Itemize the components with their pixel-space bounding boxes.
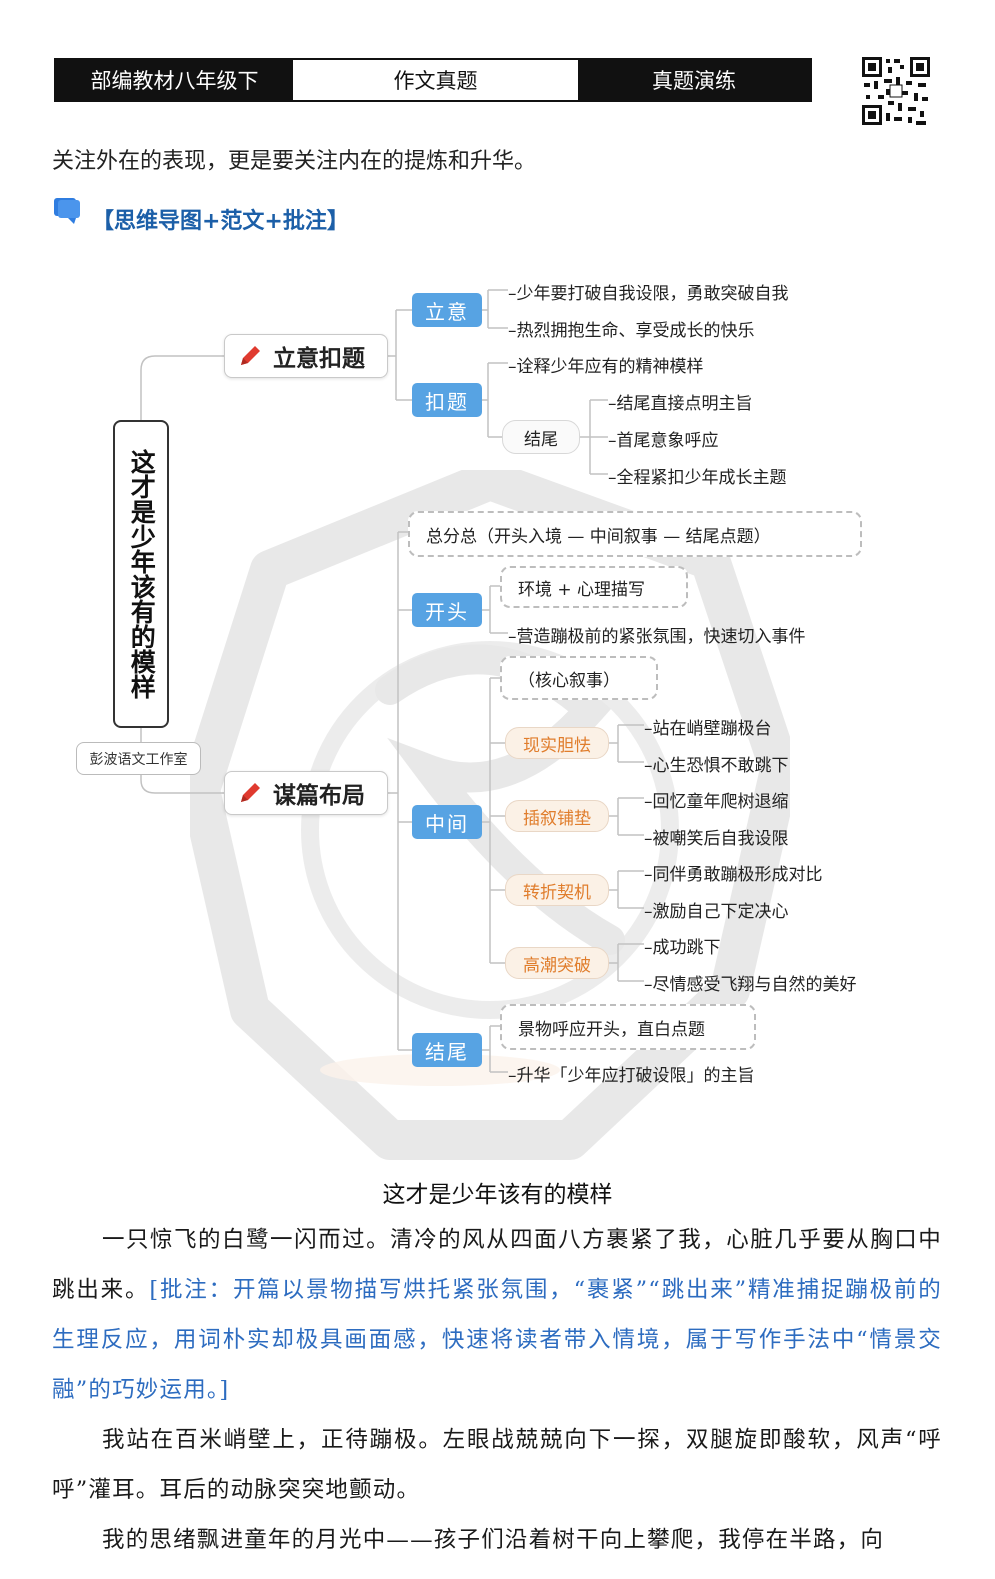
qr-code-icon (860, 55, 932, 127)
branch-label: 立意扣题 (273, 346, 365, 372)
leaf: –升华「少年应打破设限」的主旨 (508, 1066, 755, 1086)
header-right: 真题演练 (578, 60, 810, 100)
kaitou-box: 环境 + 心理描写 (500, 566, 688, 608)
leaf: –诠释少年应有的精神模样 (508, 357, 704, 377)
leaf: –全程紧扣少年成长主题 (608, 468, 787, 488)
article-paragraph-1: 一只惊飞的白鹭一闪而过。清冷的风从四面八方裹紧了我，心脏几乎要从胸口中跳出来。[… (52, 1215, 942, 1415)
article-title: 这才是少年该有的模样 (382, 1182, 613, 1208)
node-kaitou: 开头 (412, 593, 482, 627)
header-left: 部编教材八年级下 (56, 60, 293, 100)
leaf: –首尾意象呼应 (608, 431, 719, 451)
branch-liyi-kouti: 立意扣题 (224, 334, 388, 378)
leaf: –激励自己下定决心 (644, 902, 789, 922)
root-title: 这才是少年该有的模样 (127, 449, 157, 699)
mindmap-root: 这才是少年该有的模样 (113, 420, 169, 728)
leaf: –同伴勇敢蹦极形成对比 (644, 865, 823, 885)
intro-text: 关注外在的表现，更是要关注内在的提炼和升华。 (52, 149, 537, 174)
group-label: 高潮突破 (505, 947, 609, 979)
group-label: 转折契机 (505, 874, 609, 906)
mind-map-connectors (140, 289, 644, 1073)
node-jiewei-sub: 结尾 (502, 420, 580, 454)
node-zhongjian: 中间 (412, 805, 482, 839)
branch-label: 谋篇布局 (273, 783, 365, 809)
bookmark-icon (54, 198, 80, 224)
header-center: 作文真题 (293, 60, 578, 100)
group-label: 插叙铺垫 (505, 800, 609, 832)
leaf: –成功跳下 (644, 938, 721, 958)
leaf: –热烈拥抱生命、享受成长的快乐 (508, 321, 755, 341)
paragraph-text: 一只惊飞的白鹭一闪而过。清冷的风从四面八方裹紧了我，心脏几乎要从胸口中跳出来。 (52, 1227, 942, 1303)
branch-moupian-buju: 谋篇布局 (224, 771, 388, 815)
studio-label: 彭波语文工作室 (76, 742, 201, 775)
leaf: –尽情感受飞翔与自然的美好 (644, 975, 857, 995)
leaf: –被嘲笑后自我设限 (644, 829, 789, 849)
group-label: 现实胆怯 (505, 727, 609, 759)
leaf: –结尾直接点明主旨 (608, 394, 753, 414)
leaf: –营造蹦极前的紧张氛围，快速切入事件 (508, 627, 806, 647)
node-liyi: 立意 (412, 293, 482, 327)
pencil-icon (241, 783, 260, 802)
leaf: –心生恐惧不敢跳下 (644, 756, 789, 776)
jiewei-box: 景物呼应开头，直白点题 (500, 1004, 756, 1050)
header-bar: 部编教材八年级下 作文真题 真题演练 (54, 58, 812, 102)
node-jiewei: 结尾 (412, 1033, 482, 1067)
leaf: –少年要打破自我设限，勇敢突破自我 (508, 284, 789, 304)
article-paragraph-2: 我站在百米峭壁上，正待蹦极。左眼战兢兢向下一探，双腿旋即酸软，风声“呼呼”灌耳。… (52, 1427, 942, 1503)
node-kouti: 扣题 (412, 383, 482, 417)
leaf: –站在峭壁蹦极台 (644, 719, 772, 739)
article-paragraph-3: 我的思绪飘进童年的月光中——孩子们沿着树干向上攀爬，我停在半路，向 (102, 1527, 885, 1553)
section-title: 【思维导图+范文+批注】 (92, 209, 349, 234)
mind-map: 这才是少年该有的模样 彭波语文工作室 立意扣题 立意 –少年要打破自我设限，勇敢… (0, 250, 995, 1150)
annotation: [批注：开篇以景物描写烘托紧张氛围，“裹紧”“跳出来”精准捕捉蹦极前的生理反应，… (52, 1277, 942, 1403)
pencil-icon (241, 346, 260, 365)
core-box: （核心叙事） (500, 656, 658, 700)
structure-box: 总分总（开头入境 — 中间叙事 — 结尾点题） (408, 511, 862, 557)
leaf: –回忆童年爬树退缩 (644, 792, 789, 812)
